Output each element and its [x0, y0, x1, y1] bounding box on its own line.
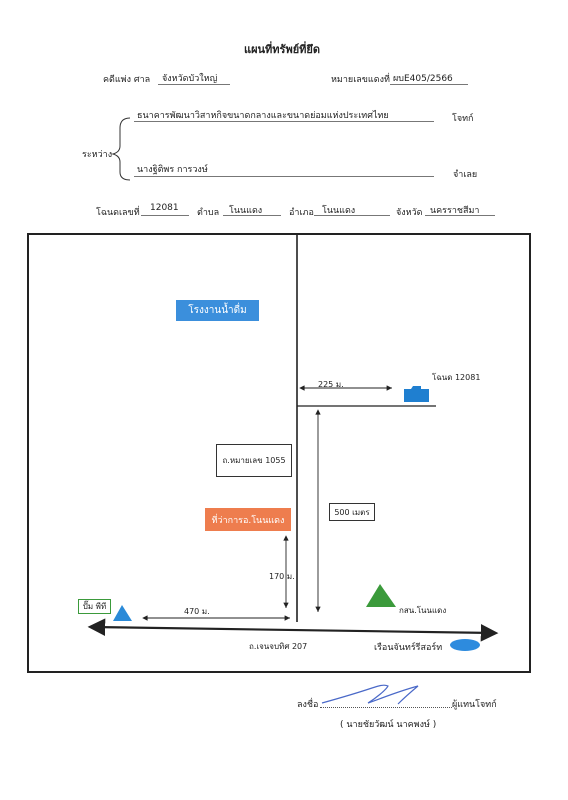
case-no-label: หมายเลขแดงที่: [331, 75, 390, 85]
plaintiff-underline: [134, 121, 434, 122]
resort-label: เรือนจันทร์รีสอร์ท: [374, 643, 443, 653]
resort-marker: [450, 639, 480, 651]
signer-role: ผู้แทนโจทก์: [452, 700, 497, 710]
distance-470-label: 470 ม.: [184, 607, 210, 616]
subdistrict-label: ตำบล: [197, 208, 220, 218]
between-label: ระหว่าง: [82, 150, 113, 160]
case-type-label: คดีแพ่ง ศาล: [103, 75, 151, 85]
case-no-underline: [390, 84, 468, 85]
district-office-label: ที่ว่าการอ.โนนแดง: [205, 508, 291, 531]
sign-label: ลงชื่อ: [297, 700, 319, 710]
defendant-role: จำเลย: [453, 170, 478, 180]
deed-number: 12081: [150, 203, 179, 213]
factory-label: โรงงานน้ำดื่ม: [176, 300, 259, 321]
district-name: โนนแดง: [322, 206, 356, 216]
deed-marker-label: โฉนด 12081: [432, 373, 481, 382]
distance-225-label: 225 ม.: [318, 380, 344, 389]
distance-170-label: 170 ม.: [269, 572, 295, 581]
road-1055-label: ถ.หมายเลข 1055: [216, 444, 292, 477]
pump-label: ปั๊ม พีที: [78, 599, 111, 614]
subdistrict-underline: [223, 215, 281, 216]
police-station-marker: [366, 584, 396, 607]
province-name: นครราชสีมา: [430, 206, 480, 216]
deed-underline: [141, 215, 189, 216]
district-label: อำเภอ: [289, 208, 314, 218]
distance-500-label: 500 เมตร: [329, 503, 375, 521]
province-underline: [425, 215, 495, 216]
defendant-underline: [134, 176, 434, 177]
deed-folder-icon: [404, 386, 429, 402]
road-207-line: [87, 618, 499, 642]
signature-scribble: [321, 684, 419, 705]
signer-name: ( นายชัยวัฒน์ นาคพงษ์ ): [340, 720, 437, 730]
province-label: จังหวัด: [396, 208, 423, 218]
deed-label: โฉนดเลขที่: [96, 208, 140, 218]
district-underline: [314, 215, 390, 216]
pump-marker: [113, 605, 132, 621]
court-name: จังหวัดบัวใหญ่: [162, 74, 218, 84]
plaintiff-role: โจทก์: [452, 114, 474, 124]
defendant-name: นางฐิติพร การวงษ์: [137, 165, 208, 175]
police-station-label: กสน.โนนแดง: [399, 606, 447, 615]
road-207-label: ถ.เจนจบทิศ 207: [249, 642, 308, 651]
document-title: แผนที่ทรัพย์ที่ยึด: [244, 43, 321, 56]
subdistrict-name: โนนแดง: [229, 206, 263, 216]
case-number: ผบE405/2566: [393, 74, 453, 84]
plaintiff-name: ธนาคารพัฒนาวิสาหกิจขนาดกลางและขนาดย่อมแห…: [137, 111, 389, 121]
court-underline: [158, 84, 230, 85]
signature-line: [320, 707, 452, 708]
map-frame: [27, 233, 531, 673]
